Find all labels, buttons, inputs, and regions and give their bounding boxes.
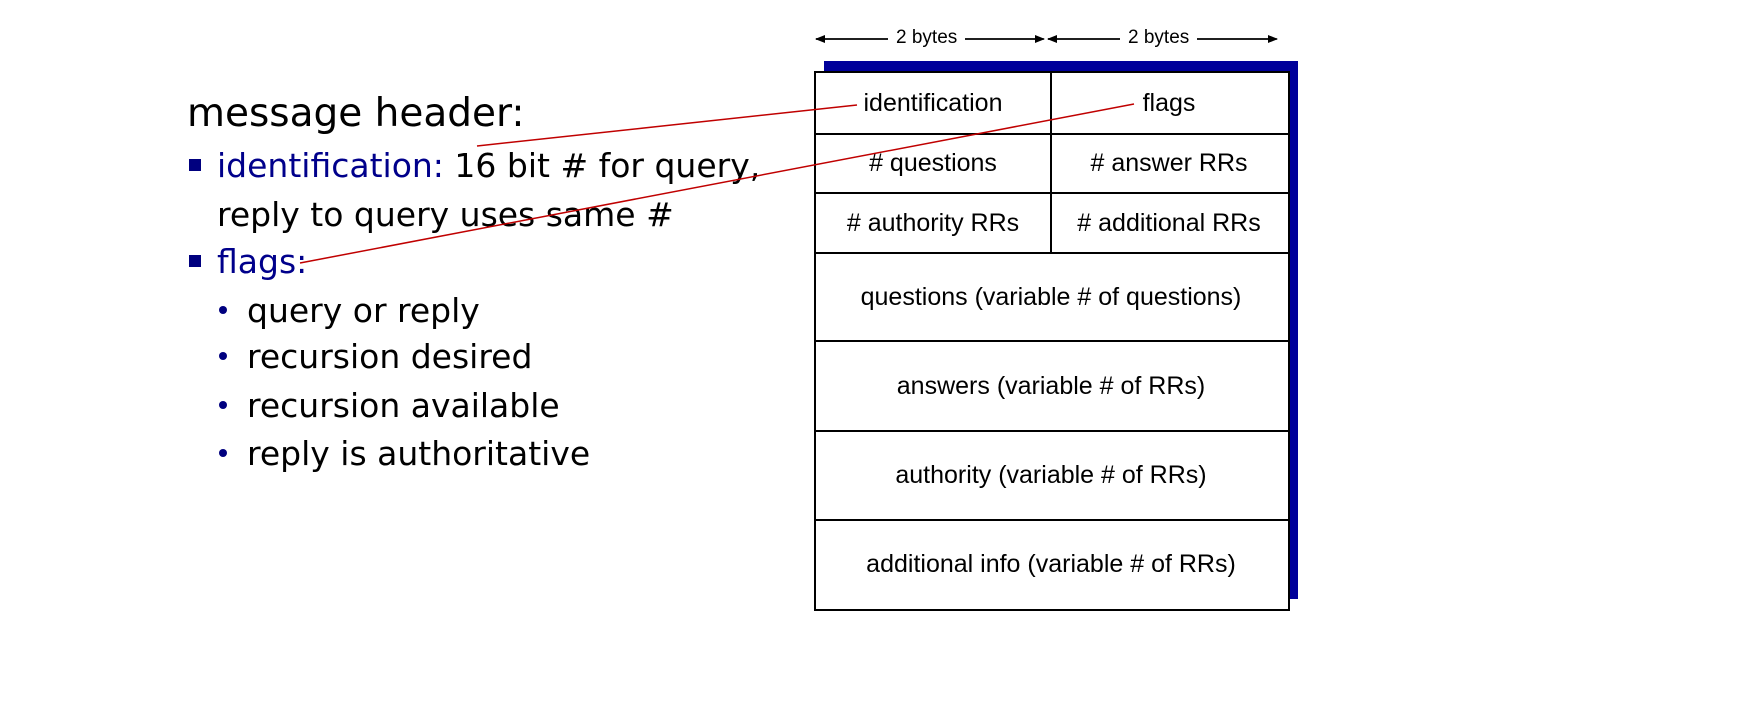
flag-item: query or reply — [247, 291, 480, 330]
flag-item: reply is authoritative — [247, 434, 591, 473]
byte-label-right: 2 bytes — [1120, 26, 1198, 50]
section-additional-info: additional info (variable # of RRs) — [866, 549, 1236, 578]
identification-description-continued: reply to query uses same # — [217, 195, 674, 234]
flag-item: recursion available — [247, 386, 560, 425]
flags-bullet: flags: — [217, 242, 307, 282]
identification-keyword: identification: — [217, 146, 444, 185]
byte-label-left: 2 bytes — [888, 26, 966, 50]
field-questions-count: # questions — [869, 149, 997, 177]
section-divider — [814, 519, 1288, 521]
field-identification: identification — [863, 88, 1003, 117]
section-authority: authority (variable # of RRs) — [895, 461, 1207, 489]
dot-bullet-icon — [219, 449, 227, 457]
field-flags: flags — [1142, 88, 1196, 117]
section-divider — [814, 430, 1288, 432]
dot-bullet-icon — [219, 306, 227, 314]
identification-bullet: identification: 16 bit # for query, — [217, 146, 760, 186]
section-divider — [814, 340, 1288, 342]
identification-description: 16 bit # for query, — [443, 146, 761, 185]
flags-keyword: flags: — [217, 242, 308, 281]
dot-bullet-icon — [219, 352, 227, 360]
section-questions: questions (variable # of questions) — [860, 282, 1242, 311]
square-bullet-icon — [189, 255, 201, 267]
section-answers: answers (variable # of RRs) — [896, 371, 1206, 400]
field-answer-rrs-count: # answer RRs — [1090, 149, 1248, 177]
dot-bullet-icon — [219, 401, 227, 409]
square-bullet-icon — [189, 159, 201, 171]
field-authority-rrs-count: # authority RRs — [846, 208, 1020, 237]
flag-item: recursion desired — [247, 337, 533, 376]
section-heading: message header: — [187, 91, 525, 136]
field-additional-rrs-count: # additional RRs — [1077, 208, 1261, 237]
connector-identification — [476, 104, 858, 147]
